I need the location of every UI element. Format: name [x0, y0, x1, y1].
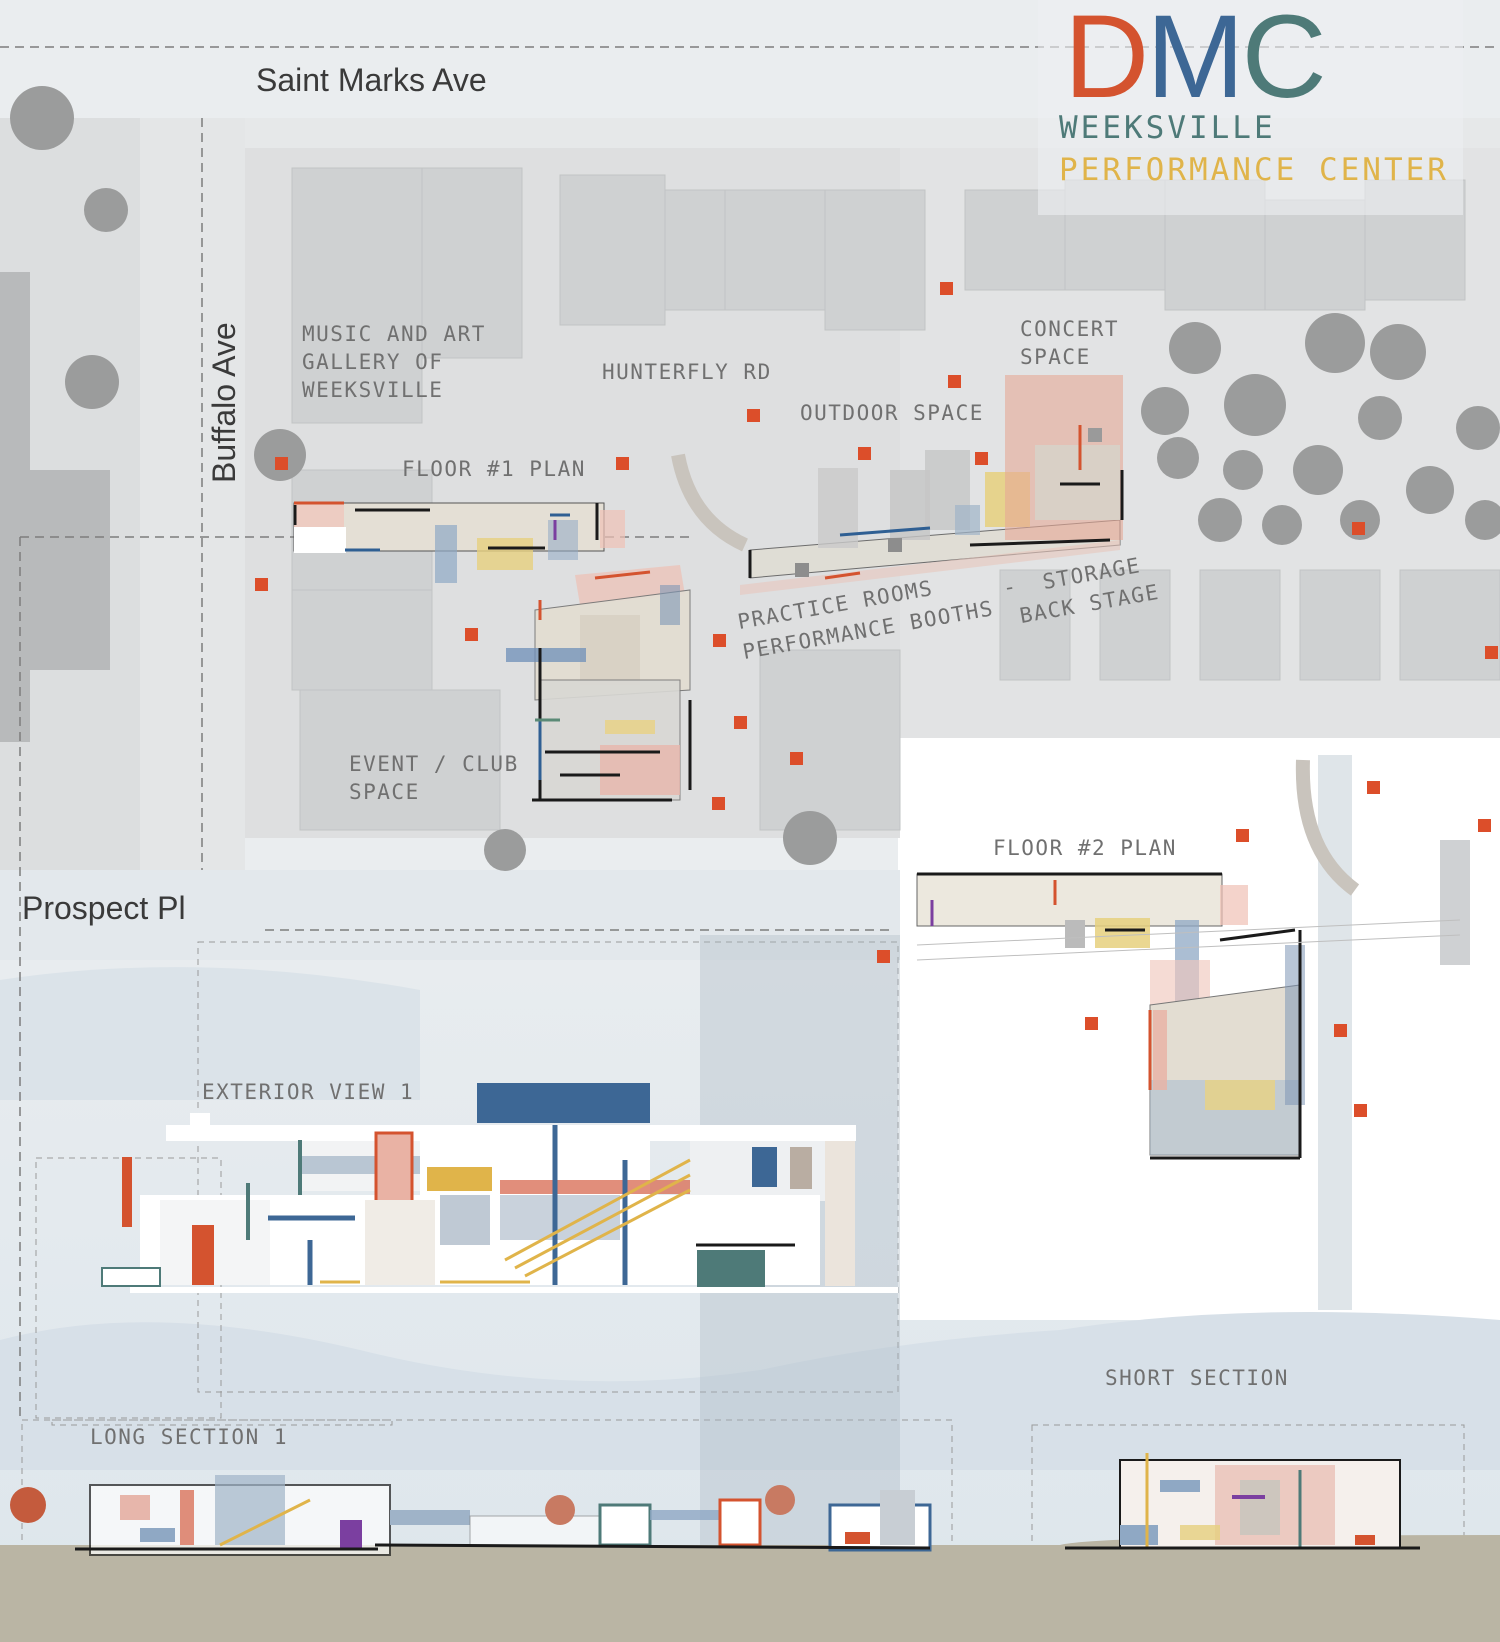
title-acronym: DMC — [1064, 0, 1327, 123]
floor1-east-wing — [740, 375, 1124, 595]
ground — [0, 1545, 1500, 1642]
label-hunterfly-rd: HUNTERFLY RD — [602, 360, 772, 384]
title-letter-m: M — [1146, 0, 1244, 123]
label-gallery: MUSIC AND ART GALLERY OF WEEKSVILLE — [302, 322, 486, 402]
label-floor2-plan: FLOOR #2 PLAN — [993, 836, 1177, 860]
site-markers — [255, 282, 1498, 1117]
street-saint-marks: Saint Marks Ave — [256, 62, 487, 98]
buffalo-ave-road — [140, 118, 245, 878]
floor1-plan — [293, 501, 692, 802]
hill-shape-bottom — [0, 1312, 1500, 1470]
floor2-path — [1295, 759, 1360, 896]
trees — [10, 86, 1500, 871]
title-line-2: PERFORMANCE CENTER — [1059, 152, 1449, 188]
label-short-section: SHORT SECTION — [1105, 1366, 1289, 1390]
title-line-1: WEEKSVILLE — [1059, 110, 1276, 146]
label-event-club-space: EVENT / CLUB SPACE — [349, 752, 519, 804]
label-outdoor-space: OUTDOOR SPACE — [800, 401, 984, 425]
label-floor1-plan: FLOOR #1 PLAN — [402, 457, 586, 481]
title-letter-c: C — [1241, 0, 1327, 123]
hunterfly-path — [671, 453, 749, 552]
street-buffalo: Buffalo Ave — [206, 322, 242, 483]
exterior-view-drawing — [101, 1083, 898, 1293]
short-section-drawing — [1065, 1453, 1420, 1550]
adjacent-building-2 — [0, 470, 110, 670]
hill-shape-left — [0, 967, 420, 1100]
title-letter-d: D — [1064, 0, 1149, 123]
floor2-plan — [916, 840, 1470, 1160]
label-long-section: LONG SECTION 1 — [90, 1425, 289, 1449]
label-concert-space: CONCERT SPACE — [1020, 317, 1120, 369]
long-section-drawing — [10, 1475, 932, 1556]
title-block — [1038, 0, 1463, 215]
street-prospect: Prospect Pl — [22, 890, 186, 926]
label-exterior-view: EXTERIOR VIEW 1 — [202, 1080, 415, 1104]
prospect-pl-road — [0, 870, 900, 960]
